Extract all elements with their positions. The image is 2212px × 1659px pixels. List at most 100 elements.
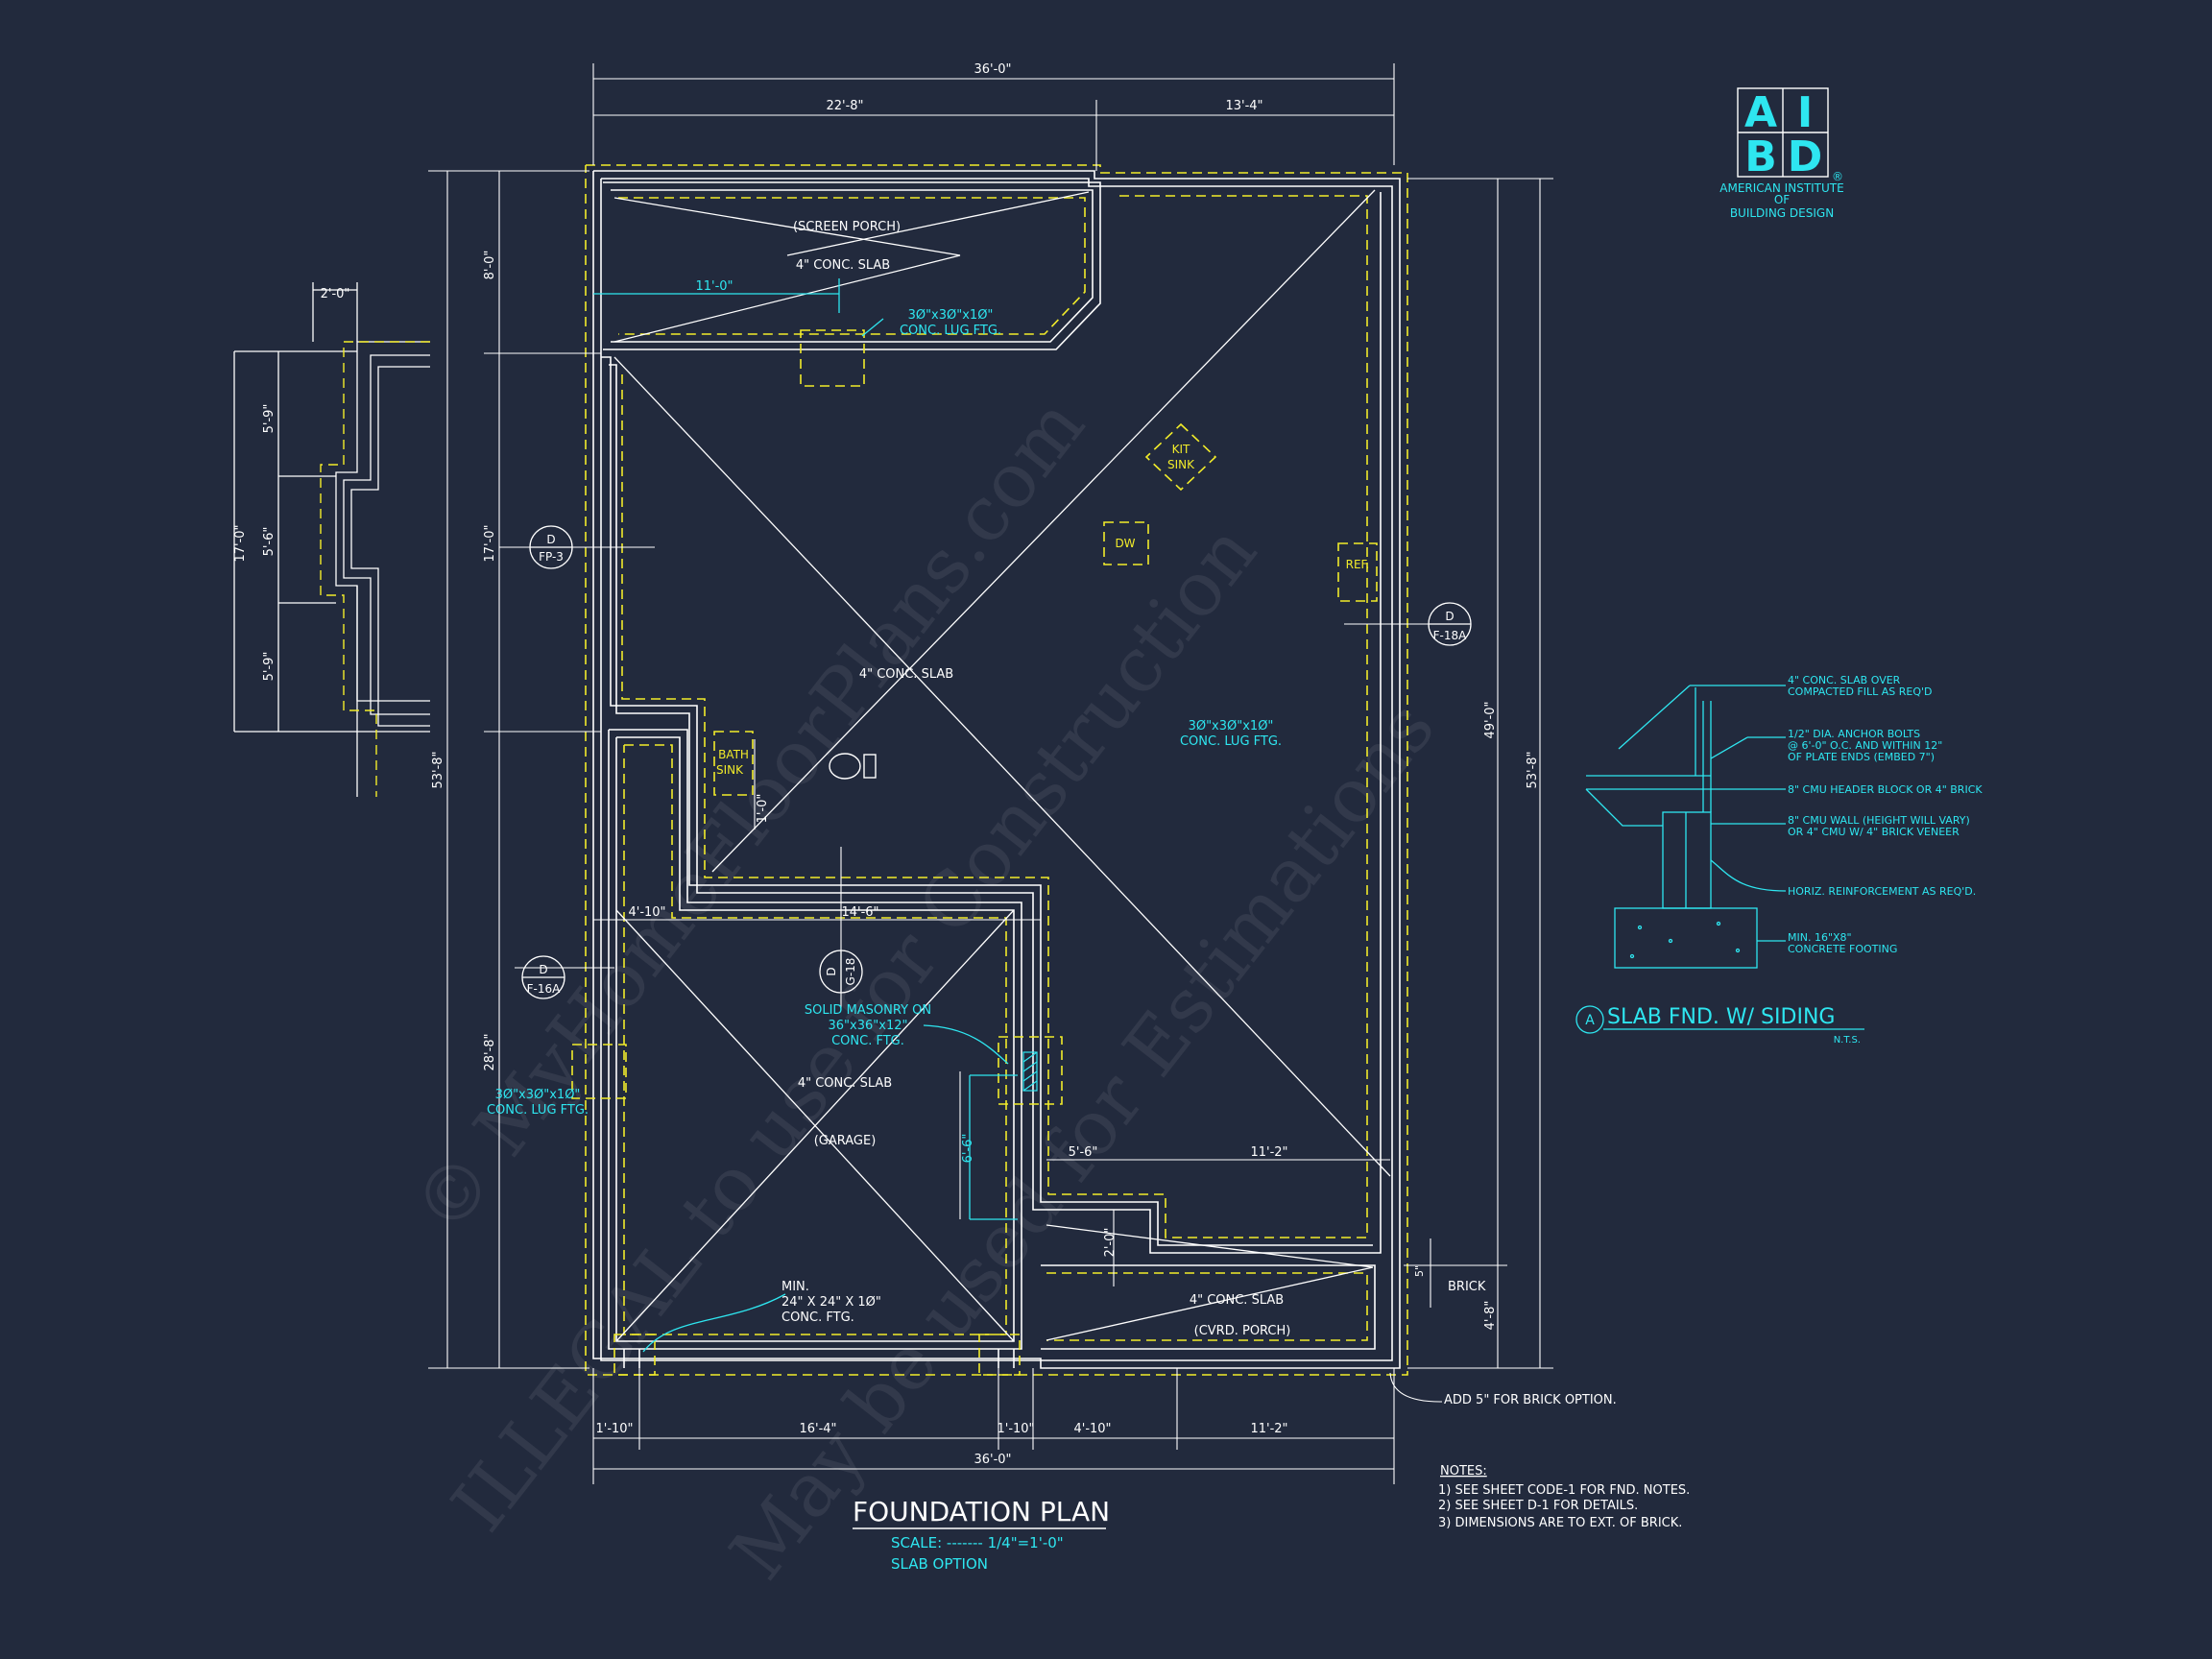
dw-label: DW <box>1115 537 1135 550</box>
dim-top-a: 22'-8" <box>826 99 863 113</box>
lug-left-1: 3Ø"x3Ø"x1Ø" <box>495 1088 581 1102</box>
dim-top-b: 13'-4" <box>1225 99 1262 113</box>
tag-fp3-top: D <box>546 533 555 546</box>
dim-garage-4-10: 4'-10" <box>628 905 665 920</box>
section-note-2b: @ 6'-0" O.C. AND WITHIN 12" <box>1788 739 1942 752</box>
detail-total: 17'-0" <box>233 524 248 562</box>
interior-wall-2 <box>609 364 1373 1246</box>
lug-top-2: CONC. LUG FTG. <box>900 324 1001 338</box>
section-note-2a: 1/2" DIA. ANCHOR BOLTS <box>1788 728 1920 740</box>
outer-wall <box>592 170 1401 1369</box>
logo-text: A I B D ® AMERICAN INSTITUTE OF BUILDING… <box>1719 88 1843 220</box>
tag-g18-top: D <box>825 967 838 975</box>
lug-mid-2: CONC. LUG FTG. <box>1180 734 1282 749</box>
masonry-2: 36"x36"x12" <box>829 1019 908 1033</box>
screen-porch-label: (SCREEN PORCH) <box>793 220 901 234</box>
logo-i: I <box>1797 88 1813 137</box>
lug-left-2: CONC. LUG FTG. <box>487 1103 589 1118</box>
main-slab: 4" CONC. SLAB <box>859 667 953 682</box>
tag-f16a-bot: F-16A <box>527 982 562 996</box>
dim-left-c: 28'-8" <box>483 1033 497 1070</box>
tag-f18a-top: D <box>1445 610 1454 623</box>
tag-f18a-bot: F-18A <box>1433 629 1468 642</box>
outer-wall-inner <box>600 178 1393 1361</box>
masonry-3: CONC. FTG. <box>831 1034 904 1048</box>
note-3: 3) DIMENSIONS ARE TO EXT. OF BRICK. <box>1438 1516 1682 1530</box>
dim-garage-2-0: 2'-0" <box>1103 1228 1118 1258</box>
screen-porch-slab: 4" CONC. SLAB <box>796 258 890 273</box>
toilet-icon <box>829 753 877 780</box>
section-tags <box>521 525 1472 999</box>
plan-scale: SCALE: ------- 1/4"=1'-0" <box>891 1534 1064 1551</box>
room-labels: (SCREEN PORCH) 4" CONC. SLAB 3Ø"x3Ø"x1Ø"… <box>487 220 1617 1407</box>
detail-b: 5'-6" <box>262 527 276 557</box>
dim-garage-11-2: 11'-2" <box>1250 1145 1287 1160</box>
section-nts: N.T.S. <box>1834 1035 1861 1046</box>
detail-a: 5'-9" <box>262 404 276 434</box>
tag-f16a-top: D <box>539 963 547 976</box>
lug-top-1: 3Ø"x3Ø"x1Ø" <box>908 308 994 323</box>
brick-5: 5" <box>1413 1265 1426 1277</box>
section-note-4a: 8" CMU WALL (HEIGHT WILL VARY) <box>1788 814 1970 827</box>
dimension-lines <box>428 63 1553 1484</box>
dim-right-b: 4'-8" <box>1483 1301 1498 1331</box>
dimension-text: 36'-0" 22'-8" 13'-4" 8'-0" 17'-0" 53'-8"… <box>431 62 1540 1467</box>
section-note-6b: CONCRETE FOOTING <box>1788 943 1897 955</box>
dim-left-a: 8'-0" <box>483 251 497 280</box>
section-note-4b: OR 4" CMU W/ 4" BRICK VENEER <box>1788 826 1960 838</box>
left-bay-detail-dashes <box>320 341 430 797</box>
plan-title: FOUNDATION PLAN <box>853 1496 1110 1527</box>
dim-right-total: 53'-8" <box>1526 751 1540 788</box>
dim-bot-a: 1'-10" <box>595 1422 633 1436</box>
logo-text-3: BUILDING DESIGN <box>1730 206 1834 220</box>
lug-mid-1: 3Ø"x3Ø"x1Ø" <box>1189 719 1274 733</box>
logo-d: D <box>1788 132 1823 181</box>
dim-bot-e: 11'-2" <box>1250 1422 1287 1436</box>
kit-sink-1: KIT <box>1172 443 1190 456</box>
slab-diagonals <box>613 189 1391 1342</box>
notes-heading: NOTES: <box>1440 1464 1487 1479</box>
logo-text-2: OF <box>1774 193 1790 206</box>
kit-sink-2: SINK <box>1167 458 1195 471</box>
detail-left-text: 2'-0" 5'-9" 5'-6" 5'-9" 17'-0" <box>233 287 349 681</box>
note-2: 2) SEE SHEET D-1 FOR DETAILS. <box>1438 1499 1638 1513</box>
dim-bot-b: 16'-4" <box>799 1422 836 1436</box>
dim-right-a: 49'-0" <box>1483 701 1498 738</box>
ref-label: REF. <box>1346 558 1370 571</box>
section-note-5: HORIZ. REINFORCEMENT AS REQ'D. <box>1788 885 1976 898</box>
section-tag: A <box>1585 1013 1595 1028</box>
detail-c: 5'-9" <box>262 652 276 682</box>
logo-text-1: AMERICAN INSTITUTE <box>1719 181 1843 195</box>
tag-fp3-bot: FP-3 <box>539 550 564 564</box>
aibd-logo <box>1737 87 1829 178</box>
garage-label: (GARAGE) <box>814 1134 877 1148</box>
porch-wall-2 <box>611 189 1094 343</box>
dim-garage-5-6: 5'-6" <box>1069 1145 1098 1160</box>
logo-b: B <box>1744 132 1777 181</box>
cvrd-porch-slab: 4" CONC. SLAB <box>1190 1293 1284 1308</box>
dim-garage-6-6: 6'-6" <box>961 1134 975 1164</box>
dim-bot-c: 1'-10" <box>997 1422 1034 1436</box>
min-ftg-2: 24" X 24" X 1Ø" <box>781 1295 881 1310</box>
wall-section-detail <box>1575 685 1864 1034</box>
masonry-hatch <box>1022 1051 1038 1092</box>
notes-block: NOTES: 1) SEE SHEET CODE-1 FOR FND. NOTE… <box>1438 1464 1690 1530</box>
interior-wall <box>601 192 1382 1254</box>
section-note-1b: COMPACTED FILL AS REQ'D <box>1788 685 1932 698</box>
section-note-3: 8" CMU HEADER BLOCK OR 4" BRICK <box>1788 783 1983 796</box>
plan-option: SLAB OPTION <box>891 1555 988 1573</box>
dim-left-total: 53'-8" <box>431 751 445 788</box>
brick-label: BRICK <box>1448 1280 1486 1294</box>
tag-g18-bot: G-18 <box>844 958 857 986</box>
min-ftg-1: MIN. <box>781 1280 809 1294</box>
add-brick-note: ADD 5" FOR BRICK OPTION. <box>1444 1393 1617 1407</box>
section-title: SLAB FND. W/ SIDING <box>1607 1005 1835 1029</box>
garage-slab: 4" CONC. SLAB <box>798 1076 892 1091</box>
tag-text: D FP-3 D F-18A D F-16A D G-18 <box>527 533 1468 996</box>
bath-sink-2: SINK <box>716 763 744 777</box>
section-note-6a: MIN. 16"X8" <box>1788 931 1852 944</box>
logo-a: A <box>1744 88 1777 137</box>
min-ftg-3: CONC. FTG. <box>781 1310 854 1325</box>
left-bay-detail <box>233 282 430 797</box>
